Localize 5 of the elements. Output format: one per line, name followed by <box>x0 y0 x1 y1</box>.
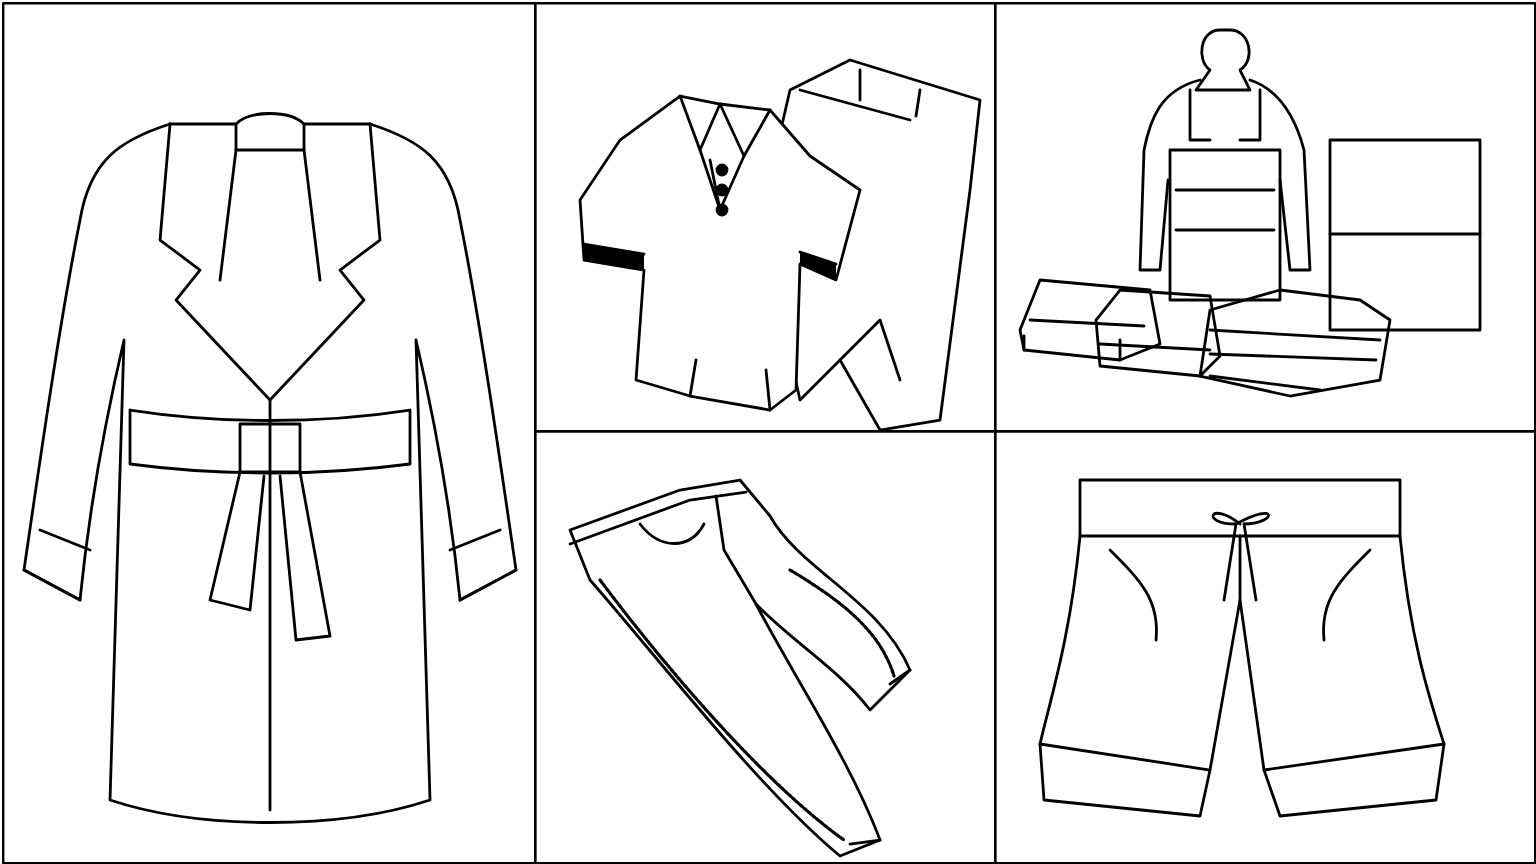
coat-drawing <box>2 2 537 864</box>
shorts-drawing <box>994 430 1536 864</box>
clothes-drawing <box>534 2 997 433</box>
mannequin-drawing <box>994 2 1536 433</box>
jeans-drawing <box>534 430 997 864</box>
